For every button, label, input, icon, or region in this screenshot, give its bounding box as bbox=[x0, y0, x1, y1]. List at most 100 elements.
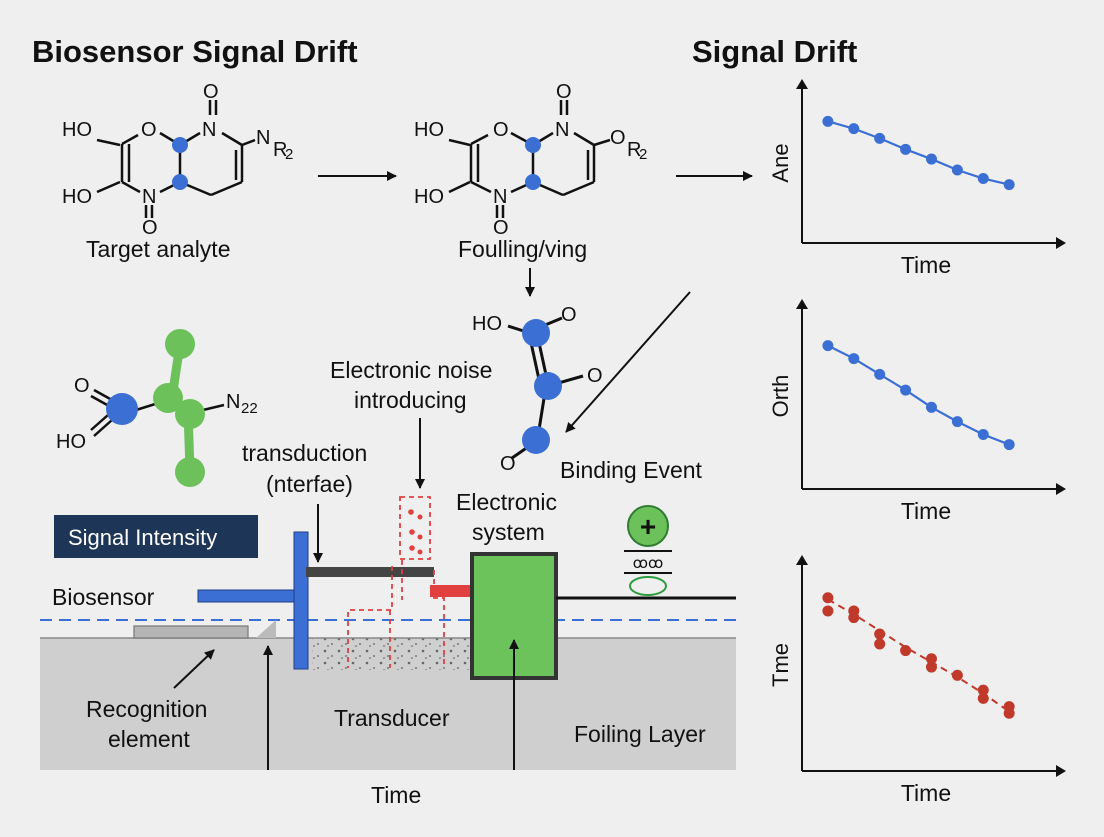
electronic-system-label: Electronic bbox=[456, 489, 557, 515]
squiggle-symbol: ꝏꝏ bbox=[633, 555, 664, 572]
fouling-particles bbox=[312, 638, 472, 670]
target-analyte-label: Target analyte bbox=[86, 236, 230, 262]
atom-label: O bbox=[141, 119, 157, 141]
data-point bbox=[900, 143, 912, 155]
x-axis-arrowhead bbox=[1056, 483, 1066, 495]
transduction-label: transduction bbox=[242, 440, 367, 466]
recognition-label: Recognition bbox=[86, 696, 207, 722]
molecule-node bbox=[525, 174, 541, 190]
atom-label: R bbox=[273, 139, 287, 161]
atom-label: HO bbox=[414, 186, 444, 208]
transduction-interface-bar bbox=[306, 567, 434, 577]
data-point bbox=[874, 368, 886, 380]
fouling-label: Foulling/ving bbox=[458, 236, 587, 262]
molecule-node bbox=[172, 137, 188, 153]
atom-label: O bbox=[561, 304, 577, 326]
y-axis-arrowhead bbox=[796, 299, 808, 309]
signal-intensity-box bbox=[54, 515, 258, 558]
atom-label: 2 bbox=[639, 146, 647, 163]
atom-label: O bbox=[587, 365, 603, 387]
data-point bbox=[822, 605, 834, 617]
x-axis-label: Time bbox=[901, 780, 951, 806]
fouling-layer-label: Foiling Layer bbox=[574, 721, 706, 747]
data-point bbox=[900, 645, 912, 657]
atom-label: O bbox=[556, 81, 572, 103]
atom-label: HO bbox=[62, 186, 92, 208]
atom-label: HO bbox=[56, 431, 86, 453]
data-point bbox=[925, 661, 937, 673]
biosensor-probe bbox=[197, 589, 301, 603]
atom-label: O bbox=[493, 217, 509, 239]
data-point bbox=[900, 384, 912, 396]
atom-label: N bbox=[142, 186, 156, 208]
data-point bbox=[848, 353, 860, 365]
x-axis-label: Time bbox=[901, 498, 951, 524]
x-axis-label: Time bbox=[901, 252, 951, 278]
plus-sign: + bbox=[640, 511, 656, 542]
transducer-label: Transducer bbox=[334, 705, 450, 731]
molecule-node bbox=[175, 457, 205, 487]
data-point bbox=[874, 628, 886, 640]
data-point bbox=[874, 132, 886, 144]
data-point bbox=[925, 653, 937, 665]
molecule-node bbox=[522, 426, 550, 454]
molecule-node bbox=[172, 174, 188, 190]
fouling-molecule bbox=[448, 100, 611, 218]
data-point bbox=[951, 669, 963, 681]
atom-label: O bbox=[500, 453, 516, 475]
molecule-node bbox=[165, 329, 195, 359]
x-axis-arrowhead bbox=[1056, 765, 1066, 777]
atom-label: N bbox=[202, 119, 216, 141]
transduction-electrode bbox=[293, 531, 309, 670]
plus-icon bbox=[627, 505, 669, 547]
data-point bbox=[822, 340, 834, 352]
data-point bbox=[874, 638, 886, 650]
recognition-arrow bbox=[173, 649, 215, 689]
atom-label: 2 bbox=[285, 146, 293, 163]
atom-label: N bbox=[555, 119, 569, 141]
atom-label: O bbox=[493, 119, 509, 141]
biosensor-label: Biosensor bbox=[52, 584, 155, 610]
molecule-node bbox=[534, 372, 562, 400]
atom-label: O bbox=[142, 217, 158, 239]
electronic-noise-label: introducing bbox=[354, 387, 467, 413]
electronic-system-label: system bbox=[472, 519, 545, 545]
y-axis-arrowhead bbox=[796, 555, 808, 565]
schematic-time-label: Time bbox=[371, 782, 421, 808]
binding-arrow bbox=[565, 291, 691, 433]
molecule-node bbox=[522, 319, 550, 347]
data-point bbox=[822, 115, 834, 127]
binding-event-label: Binding Event bbox=[560, 457, 703, 483]
data-point bbox=[951, 416, 963, 428]
noise-connector bbox=[430, 585, 472, 597]
x-axis-arrowhead bbox=[1056, 237, 1066, 249]
data-point bbox=[925, 401, 937, 413]
drift-title: Signal Drift bbox=[692, 34, 857, 69]
recognition-label: element bbox=[108, 726, 190, 752]
data-point bbox=[925, 153, 937, 165]
data-point bbox=[848, 612, 860, 624]
data-point bbox=[977, 429, 989, 441]
target-analyte-molecule bbox=[96, 100, 256, 218]
recognition-element-pad bbox=[133, 625, 249, 639]
signal-intensity-label: Signal Intensity bbox=[68, 525, 217, 550]
green-ring-icon bbox=[629, 576, 667, 596]
electronic-noise-trace bbox=[347, 496, 445, 668]
y-axis-arrowhead bbox=[796, 79, 808, 89]
molecule-node bbox=[525, 137, 541, 153]
atom-label: HO bbox=[414, 119, 444, 141]
data-point bbox=[977, 173, 989, 185]
atom-label: O bbox=[610, 127, 626, 149]
y-axis-label: Orth bbox=[768, 375, 793, 418]
y-axis-label: Tme bbox=[768, 643, 793, 687]
data-point bbox=[822, 592, 834, 604]
y-axis-label: Ane bbox=[768, 143, 793, 182]
data-point bbox=[977, 692, 989, 704]
atom-label: HO bbox=[472, 313, 502, 335]
atom-label: N bbox=[493, 186, 507, 208]
molecule-node bbox=[153, 383, 183, 413]
atom-label: HO bbox=[62, 119, 92, 141]
